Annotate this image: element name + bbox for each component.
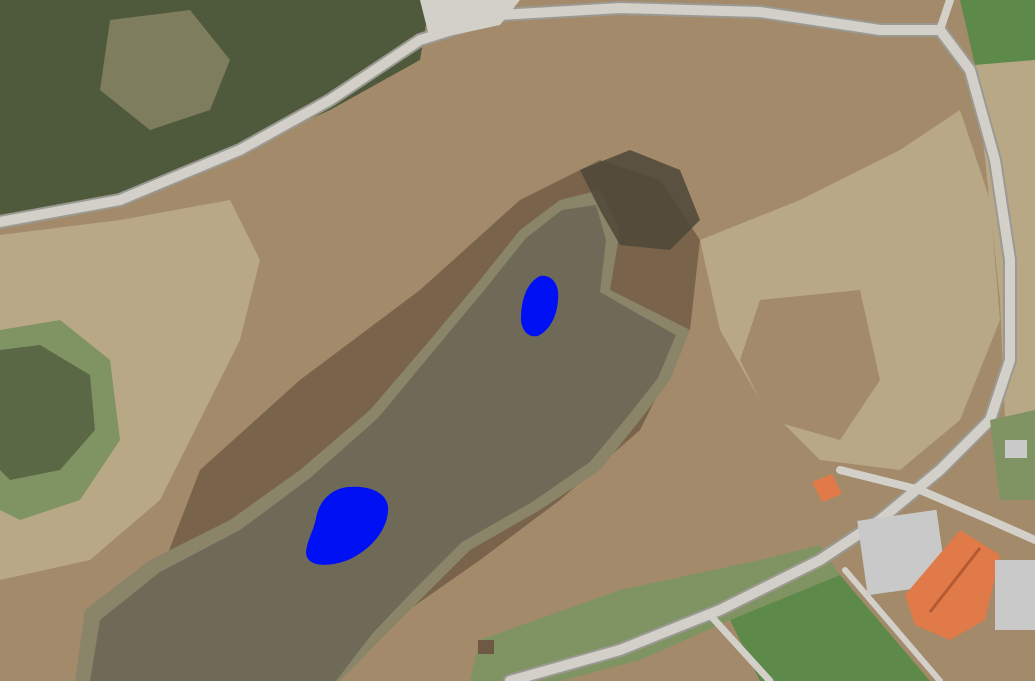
parking-area-top bbox=[420, 0, 520, 40]
building-right-edge bbox=[995, 560, 1035, 630]
muddy-inlet bbox=[580, 150, 700, 250]
marker-small[interactable] bbox=[520, 275, 559, 337]
small-shed-roof bbox=[812, 474, 842, 502]
dry-patch-right bbox=[740, 290, 880, 440]
road-bottom-spur bbox=[706, 611, 774, 681]
marker-large[interactable] bbox=[306, 486, 389, 565]
green-field-bottom bbox=[730, 575, 930, 681]
road-main-surface bbox=[0, 2, 1015, 681]
hut-bottom bbox=[478, 640, 494, 654]
house-right-small bbox=[1005, 440, 1027, 458]
woodland-left-mid bbox=[0, 345, 95, 480]
rock-outcrop bbox=[100, 10, 230, 130]
woodland-top-left bbox=[0, 0, 430, 215]
road-top-branch bbox=[936, 0, 954, 34]
green-strip-bottom bbox=[470, 545, 840, 681]
green-field-top-right bbox=[960, 0, 1035, 65]
road-bottom-spur-2 bbox=[842, 567, 943, 681]
farm-building-roof-ridge bbox=[928, 547, 982, 613]
road-junction-right bbox=[836, 466, 1035, 544]
